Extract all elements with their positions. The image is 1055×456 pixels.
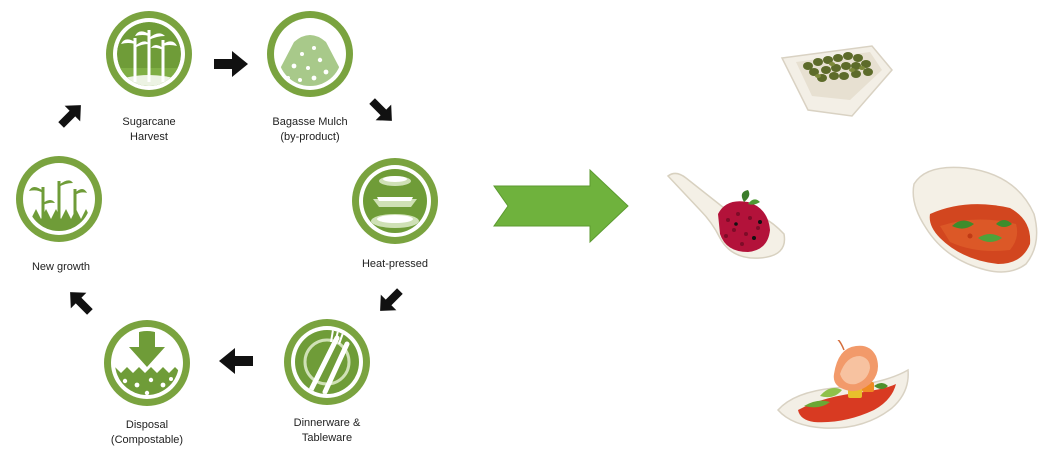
arrow-sugarcane-to-bagasse xyxy=(214,51,248,77)
dinnerware-node xyxy=(281,316,373,408)
compost-icon xyxy=(104,320,190,406)
arrow-bagasse-to-heat xyxy=(369,98,392,121)
grass-sprout-icon xyxy=(16,156,102,242)
big-green-arrow xyxy=(493,168,629,244)
olives-bowl-photo xyxy=(780,45,893,117)
beet-tartare-spoon-photo xyxy=(666,172,786,259)
arrow-disposal-to-growth xyxy=(70,292,93,315)
fork-knife-plate-icon xyxy=(284,319,370,405)
arrow-heat-to-dinnerware xyxy=(380,288,403,311)
stacked-plates-icon xyxy=(352,158,438,244)
bagasse-mulch-node xyxy=(264,8,356,100)
arrow-growth-to-sugarcane xyxy=(58,105,81,128)
heat-pressed-label: Heat-pressed xyxy=(361,258,429,270)
bagasse-pile-icon xyxy=(267,11,353,97)
dinnerware-label: Dinnerware & Tableware xyxy=(293,417,361,444)
sugarcane-harvest-label: Sugarcane Harvest xyxy=(122,116,176,143)
soup-boat-photo xyxy=(912,166,1038,273)
new-growth-node xyxy=(13,153,105,245)
bagasse-mulch-label: Bagasse Mulch (by-product) xyxy=(272,116,348,143)
heat-pressed-node xyxy=(349,155,441,247)
shrimp-salad-boat-photo xyxy=(776,340,909,429)
sugarcane-harvest-node xyxy=(103,8,195,100)
arrow-dinnerware-to-disposal xyxy=(219,348,253,374)
disposal-label: Disposal (Compostable) xyxy=(110,419,184,446)
sugarcane-icon xyxy=(106,11,192,97)
disposal-node xyxy=(101,317,193,409)
new-growth-label: New growth xyxy=(31,261,91,273)
